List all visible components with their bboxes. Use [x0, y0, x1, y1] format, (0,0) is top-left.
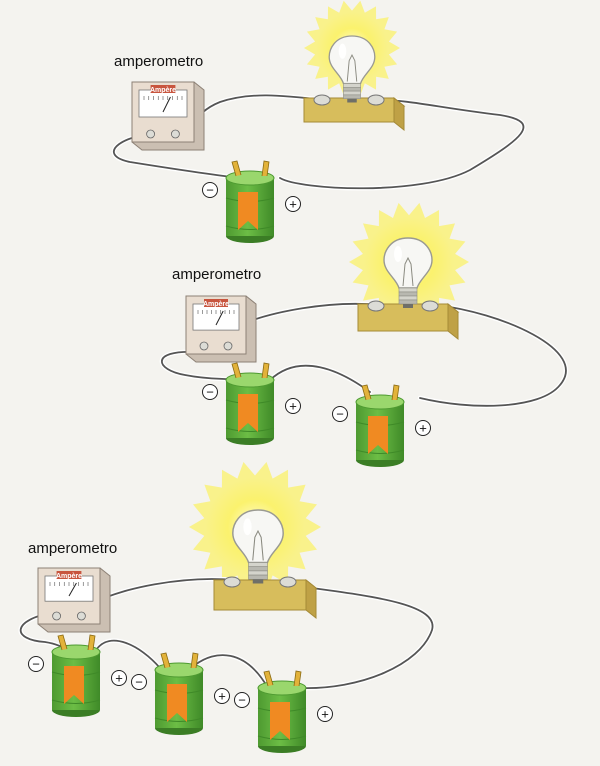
ammeter-label-1: amperometro [114, 53, 204, 70]
negative-sign-text: − [206, 183, 214, 198]
negative-sign-text: − [135, 675, 143, 690]
wire-3e [194, 654, 269, 689]
light-bulb-1 [328, 35, 376, 103]
negative-sign-text: − [336, 407, 344, 422]
battery-2-2: −+ [332, 384, 431, 467]
positive-sign-text: + [321, 707, 329, 722]
negative-sign: − [28, 656, 44, 672]
positive-sign-text: + [115, 671, 123, 686]
positive-sign-text: + [218, 689, 226, 704]
wire-2d [269, 364, 371, 393]
lamp-base-1 [302, 94, 406, 132]
light-bulb-3 [232, 509, 284, 584]
positive-sign: + [111, 670, 127, 686]
ammeter-label-2: amperometro [172, 266, 262, 283]
wire-3d [95, 639, 161, 669]
lamp-base-3 [212, 576, 318, 620]
meter-face-text: Ampère [150, 87, 176, 94]
positive-sign: + [317, 706, 333, 722]
positive-sign: + [285, 398, 301, 414]
ammeter-label-3: amperometro [28, 540, 118, 557]
positive-sign-text: + [419, 421, 427, 436]
lamp-base-2 [356, 300, 460, 341]
negative-sign-text: − [32, 657, 40, 672]
negative-sign-text: − [206, 385, 214, 400]
negative-sign: − [234, 692, 250, 708]
negative-sign-text: − [238, 693, 246, 708]
light-bulb-2 [383, 237, 433, 308]
battery-2-1: −+ [202, 362, 301, 445]
battery-1-1: −+ [202, 160, 301, 243]
positive-sign-text: + [289, 197, 297, 212]
negative-sign: − [332, 406, 348, 422]
battery-3-1: −+ [28, 634, 127, 717]
wire-2b [419, 304, 567, 407]
positive-sign: + [415, 420, 431, 436]
wire-2c [160, 351, 239, 381]
negative-sign: − [131, 674, 147, 690]
meter-face-text: Ampère [56, 573, 82, 580]
positive-sign: + [285, 196, 301, 212]
ammeter-2: Ampère [185, 295, 257, 363]
wire-1b [279, 99, 525, 190]
wire-3b [289, 584, 434, 689]
positive-sign-text: + [289, 399, 297, 414]
negative-sign: − [202, 384, 218, 400]
positive-sign: + [214, 688, 230, 704]
ammeter-1: Ampère [131, 81, 205, 151]
meter-face-text: Ampère [203, 301, 229, 308]
battery-3-3: −+ [234, 670, 333, 753]
ammeter-3: Ampère [37, 567, 111, 633]
negative-sign: − [202, 182, 218, 198]
battery-3-2: −+ [131, 652, 230, 735]
